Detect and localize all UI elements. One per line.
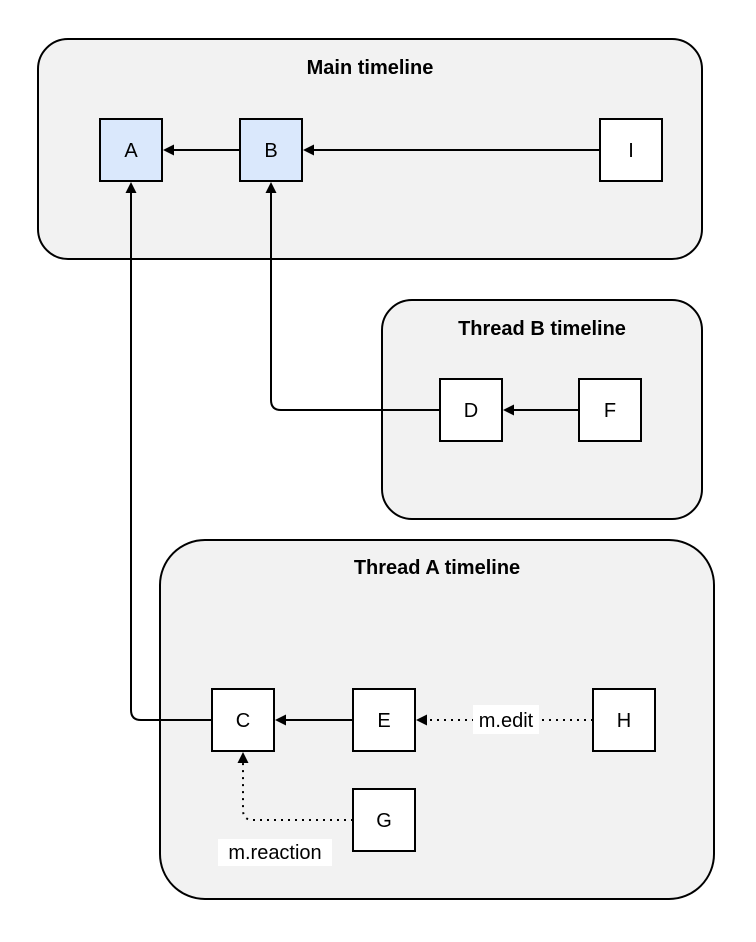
node-c: C [211, 688, 275, 752]
node-e: E [352, 688, 416, 752]
edge-label-mreaction-bg [218, 839, 332, 866]
node-f-label: F [604, 400, 616, 422]
node-b-label: B [264, 140, 277, 162]
node-e-box [352, 688, 416, 752]
node-i: I [599, 118, 663, 182]
node-g-box [352, 788, 416, 852]
node-a-label: A [124, 140, 138, 162]
node-a-box [99, 118, 163, 182]
node-f-box [578, 378, 642, 442]
node-e-label: E [377, 710, 390, 732]
node-d-box [439, 378, 503, 442]
edge-c-to-a [125, 182, 212, 721]
container-thread-b-timeline-title: Thread B timeline [458, 318, 626, 340]
edge-label-medit: m.edit [479, 710, 534, 732]
node-g-label: G [376, 810, 392, 832]
edge-label-medit-bg [473, 705, 539, 734]
node-d: D [439, 378, 503, 442]
node-f: F [578, 378, 642, 442]
node-g: G [352, 788, 416, 852]
edge-d-to-b [265, 182, 440, 411]
container-thread-a-timeline-title: Thread A timeline [354, 557, 520, 579]
edge-label-mreaction: m.reaction [228, 842, 321, 864]
node-a: A [99, 118, 163, 182]
node-h: H [592, 688, 656, 752]
node-b: B [239, 118, 303, 182]
node-c-box [211, 688, 275, 752]
node-c-label: C [236, 710, 250, 732]
node-d-label: D [464, 400, 478, 422]
node-h-box [592, 688, 656, 752]
node-i-box [599, 118, 663, 182]
node-h-label: H [617, 710, 631, 732]
node-i-label: I [628, 140, 634, 162]
container-main-timeline-title: Main timeline [307, 57, 434, 79]
node-b-box [239, 118, 303, 182]
